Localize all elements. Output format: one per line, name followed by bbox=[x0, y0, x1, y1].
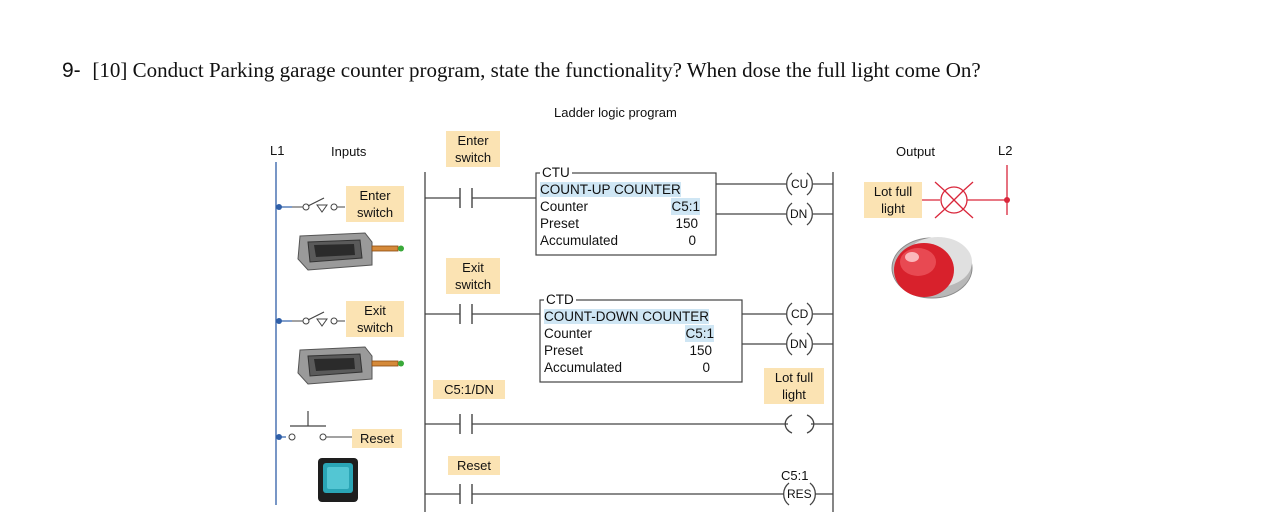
ctu-accum-label: Accumulated bbox=[540, 233, 619, 248]
ctu-counter-label: Counter bbox=[540, 199, 589, 214]
reset-coil-address: C5:1 bbox=[781, 468, 809, 483]
lot-full-output-tag: Lot full light bbox=[864, 182, 922, 218]
diagram-title: Ladder logic program bbox=[554, 105, 677, 120]
question-number: 9- bbox=[62, 59, 81, 82]
rung-3 bbox=[425, 414, 833, 434]
ctd-preset-value: 150 bbox=[689, 343, 712, 358]
lamp-symbol bbox=[916, 181, 1010, 219]
question-text: [10] Conduct Parking garage counter prog… bbox=[92, 58, 981, 82]
inputs-label: Inputs bbox=[331, 144, 367, 159]
reset-button-picture bbox=[318, 458, 358, 502]
exit-switch-input-tag: Exit switch bbox=[346, 301, 404, 337]
ctu-counter-value: C5:1 bbox=[671, 198, 700, 215]
enter-limit-switch-picture bbox=[297, 232, 404, 271]
ctd-dn-coil-label: DN bbox=[790, 337, 808, 351]
ctd-accum-label: Accumulated bbox=[544, 360, 623, 375]
ctd-preset-label: Preset bbox=[544, 343, 584, 358]
ctd-accum-value: 0 bbox=[702, 360, 710, 375]
ctu-box bbox=[535, 172, 717, 256]
ctu-preset-value: 150 bbox=[675, 216, 698, 231]
ctd-counter-label: Counter bbox=[544, 326, 593, 341]
ctu-preset-label: Preset bbox=[540, 216, 580, 231]
enter-switch-symbol bbox=[276, 197, 345, 213]
rail-l2-label: L2 bbox=[998, 143, 1013, 158]
rung-1 bbox=[425, 172, 833, 226]
ctd-name: COUNT-DOWN COUNTER bbox=[544, 309, 709, 324]
red-pilot-light-picture bbox=[891, 237, 973, 299]
lot-full-coil-tag: Lot full light bbox=[764, 368, 824, 404]
ctu-cu-coil-label: CU bbox=[791, 177, 809, 191]
ctu-block: CTU COUNT-UP COUNTER Counter C5:1 Preset 1… bbox=[540, 164, 712, 249]
exit-contact-tag: Exit switch bbox=[446, 258, 500, 294]
rung-4 bbox=[425, 482, 833, 506]
reset-coil-label: RES bbox=[787, 487, 812, 501]
exit-limit-switch-picture bbox=[297, 346, 404, 385]
enter-contact-tag: Enter switch bbox=[446, 131, 500, 167]
reset-pushbutton-symbol bbox=[276, 411, 352, 441]
ctu-accum-value: 0 bbox=[688, 233, 696, 248]
enter-switch-input-tag: Enter switch bbox=[346, 186, 404, 222]
ctu-name: COUNT-UP COUNTER bbox=[540, 182, 681, 197]
ctd-cd-coil-label: CD bbox=[791, 307, 809, 321]
ctd-block: CTD COUNT-DOWN COUNTER Counter C5:1 Prese… bbox=[544, 291, 738, 376]
ctu-dn-coil-label: DN bbox=[790, 207, 808, 221]
reset-contact-tag: Reset bbox=[448, 456, 500, 475]
reset-input-tag: Reset bbox=[352, 429, 402, 448]
question-line: 9- [10] Conduct Parking garage counter p… bbox=[62, 58, 981, 83]
output-label: Output bbox=[896, 144, 936, 159]
exit-switch-symbol bbox=[276, 311, 345, 327]
ctd-tag: CTD bbox=[544, 292, 576, 307]
done-bit-contact-tag: C5:1/DN bbox=[433, 380, 505, 399]
ctd-box bbox=[539, 299, 743, 383]
ctd-counter-value: C5:1 bbox=[685, 325, 714, 342]
rail-l1-label: L1 bbox=[270, 143, 285, 158]
ctu-tag: CTU bbox=[540, 165, 572, 180]
rung-2 bbox=[425, 302, 833, 356]
